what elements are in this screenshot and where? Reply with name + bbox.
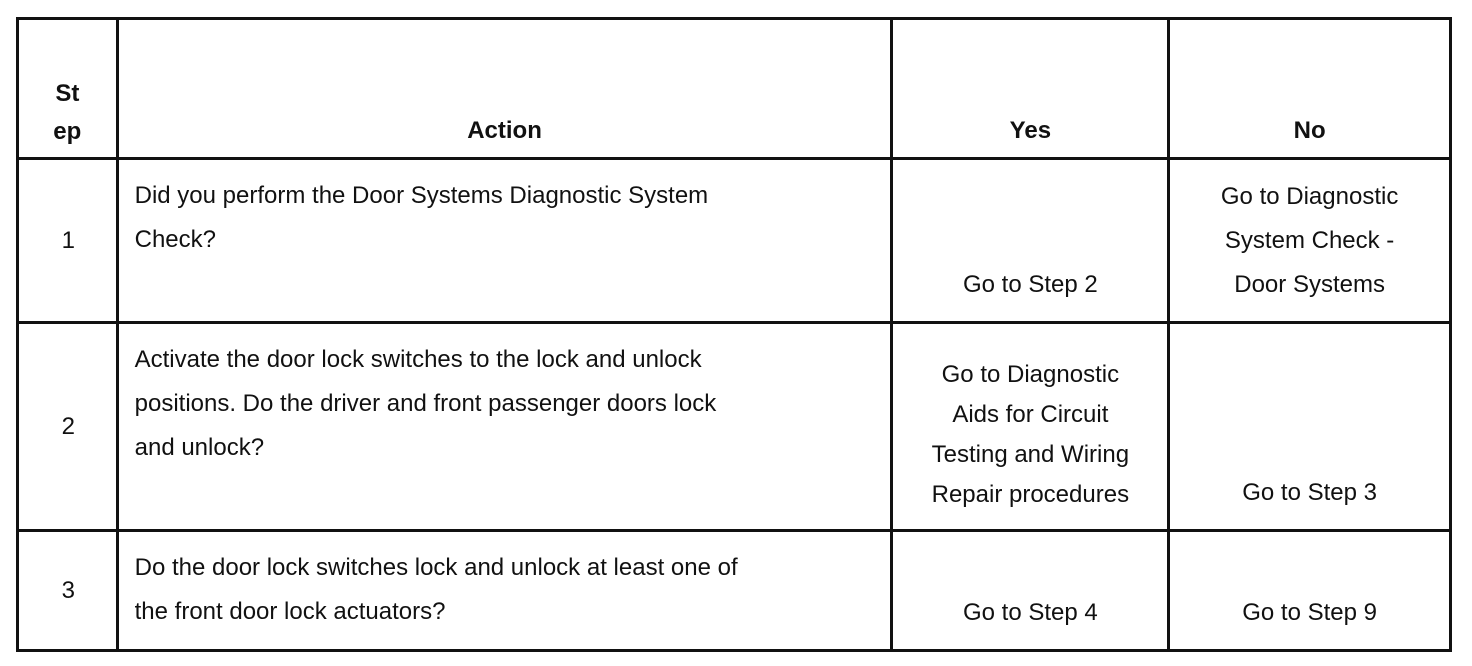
no-cell: Go to Step 3 [1167,321,1452,532]
step-number: 2 [16,321,119,532]
no-line: System Check - [1224,227,1395,254]
yes-line: Repair procedures [931,481,1130,508]
header-step-line-2: ep [53,118,82,145]
diagnostic-table: St ep Action Yes No 1 Did you perform th… [16,17,1452,652]
yes-cell: Go to Step 4 [890,529,1171,652]
action-cell: Did you perform the Door Systems Diagnos… [115,157,894,324]
header-action: Action [115,17,894,160]
yes-line: Go to Step 4 [962,599,1098,626]
action-line: Check? [134,226,216,253]
action-cell: Activate the door lock switches to the l… [115,321,894,532]
no-cell: Go to Diagnostic System Check - Door Sys… [1167,157,1452,324]
table-row: 2 Activate the door lock switches to the… [16,321,1452,532]
table-row: 3 Do the door lock switches lock and unl… [16,529,1452,652]
action-line: Did you perform the Door Systems Diagnos… [134,182,709,209]
yes-line: Testing and Wiring [931,441,1130,468]
yes-line: Go to Diagnostic [941,361,1120,388]
action-line: and unlock? [134,434,265,461]
action-line: Do the door lock switches lock and unloc… [134,554,738,581]
no-line: Go to Diagnostic [1220,183,1399,210]
table-row: 1 Did you perform the Door Systems Diagn… [16,157,1452,324]
no-line: Go to Step 3 [1242,479,1377,506]
no-line: Go to Step 9 [1242,599,1377,626]
yes-line: Aids for Circuit [952,401,1109,428]
header-step: St ep [16,17,119,160]
step-number: 1 [16,157,119,324]
yes-line: Go to Step 2 [962,271,1098,298]
header-step-line-1: St [55,80,80,107]
action-cell: Do the door lock switches lock and unloc… [115,529,894,652]
header-yes: Yes [890,17,1171,160]
header-row: St ep Action Yes No [16,17,1452,160]
action-line: the front door lock actuators? [134,598,446,625]
action-line: positions. Do the driver and front passe… [134,390,717,417]
action-line: Activate the door lock switches to the l… [134,346,702,373]
yes-cell: Go to Step 2 [890,157,1171,324]
step-number: 3 [16,529,119,652]
no-line: Door Systems [1234,271,1385,298]
yes-cell: Go to Diagnostic Aids for Circuit Testin… [890,321,1171,532]
no-cell: Go to Step 9 [1167,529,1452,652]
header-no: No [1167,17,1452,160]
